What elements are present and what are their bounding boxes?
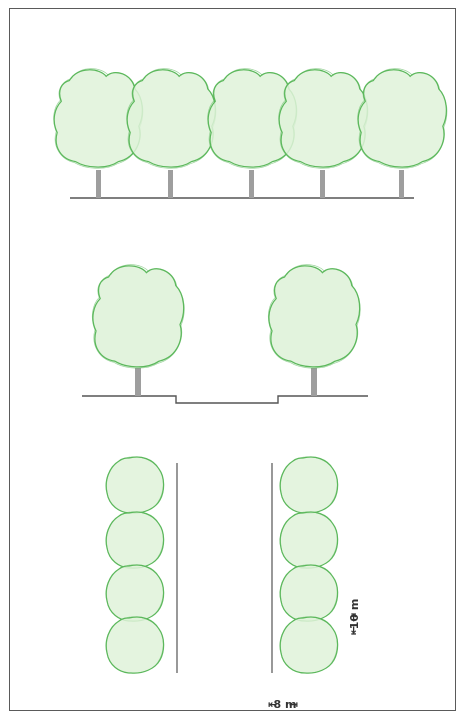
tree-canopy-plan [280,565,337,621]
tree-canopy-plan [106,512,163,568]
tree-trunk [168,170,173,198]
tree-trunk [135,368,141,396]
spaced-pair-elevation [82,265,368,403]
tree-canopy [279,69,368,169]
tree-canopy [92,265,184,368]
tree [279,69,368,198]
tree-trunk [320,170,325,198]
tree-trunk [399,170,404,198]
tree-canopy-plan [280,512,337,568]
tree-trunk [311,368,317,396]
tree-canopy-plan [106,565,163,621]
tree [127,69,216,198]
tree [358,69,447,198]
tree-trunk [96,170,101,198]
tree-canopy [358,69,447,169]
tree [268,265,360,396]
tree-canopy-plan [280,457,337,513]
dimension-tree-spacing: ⇤ ⇥ 10 m [347,599,361,635]
tree-canopy [268,265,360,368]
dimension-row-gap: ⇤ ⇥ 8 m [268,698,298,711]
row-gap-label: 8 m [274,698,297,711]
tree-spacing-label: 10 m [348,599,361,630]
dense-row-elevation [54,69,447,198]
tree-canopy-plan [106,617,163,673]
tree-trunk [249,170,254,198]
tree-column-right [280,457,337,673]
ground-line-recessed [82,396,368,403]
tree-canopy-plan [106,457,163,513]
tree-canopy-plan [280,617,337,673]
plan-view-rows: ⇤ ⇥ 10 m ⇤ ⇥ 8 m [106,457,361,711]
tree-column-left [106,457,163,673]
tree-canopy [127,69,216,169]
tree [92,265,184,396]
